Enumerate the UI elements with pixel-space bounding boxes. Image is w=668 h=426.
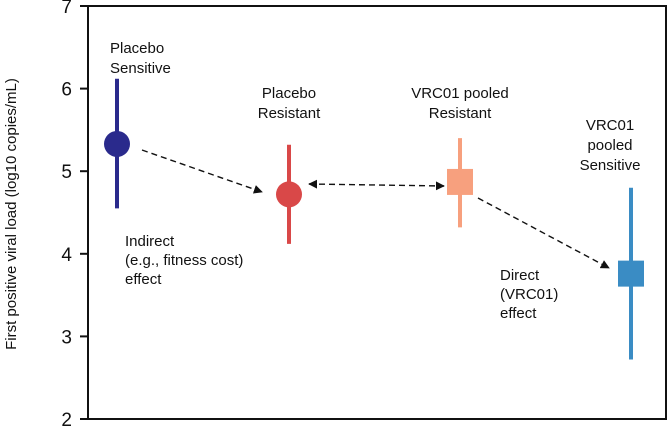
group-label-line: Placebo [110, 40, 164, 57]
effect-arrow [141, 149, 263, 194]
y-tick-label: 4 [61, 245, 72, 266]
y-tick-label: 5 [61, 162, 72, 183]
y-tick-label: 7 [61, 0, 72, 18]
group-label-line: Resistant [429, 105, 492, 122]
effect-annotation-line: Direct [500, 267, 540, 284]
data-point [447, 168, 473, 195]
group-label-line: Sensitive [580, 157, 641, 174]
effect-arrows [141, 149, 610, 269]
y-tick-label: 3 [61, 327, 72, 348]
data-point [104, 130, 130, 157]
data-point [618, 260, 644, 287]
plot-area-frame [87, 5, 667, 420]
group-label-line: pooled [587, 137, 632, 154]
effect-arrow [477, 197, 610, 269]
y-tick-label: 6 [61, 80, 72, 101]
y-axis-ticks: 2 3 4 5 6 7 [61, 0, 88, 426]
effect-arrow [308, 179, 445, 191]
y-tick-label: 2 [61, 410, 72, 426]
effect-annotation: Direct (VRC01) effect [500, 267, 558, 322]
group-label-line: Placebo [262, 85, 316, 102]
effect-annotation-line: effect [125, 271, 162, 288]
data-point [276, 181, 302, 208]
group-label-line: VRC01 [586, 117, 634, 134]
group-label-line: Sensitive [110, 60, 171, 77]
effect-annotation-line: effect [500, 305, 537, 322]
effect-annotation-line: Indirect [125, 233, 175, 250]
group-label-line: Resistant [258, 105, 321, 122]
effect-annotation-line: (VRC01) [500, 286, 558, 303]
group-label-line: VRC01 pooled [411, 85, 509, 102]
effect-annotation: Indirect (e.g., fitness cost) effect [125, 233, 243, 288]
effect-annotation-line: (e.g., fitness cost) [125, 252, 243, 269]
y-axis-label: First positive viral load (log10 copies/… [3, 78, 20, 350]
chart-marks [104, 78, 644, 360]
